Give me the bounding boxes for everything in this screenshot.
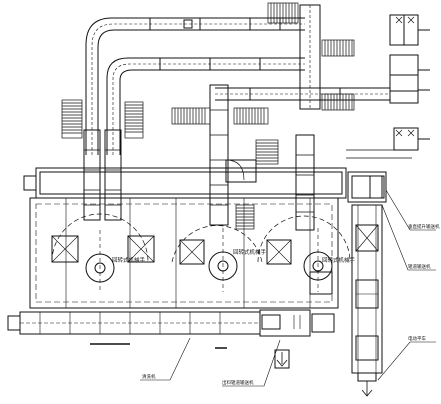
lower-roller-conveyor xyxy=(7,309,335,369)
conveyor-mid-horizontal xyxy=(215,87,390,101)
vertical-column-frame xyxy=(299,4,321,110)
turntable-label-1: 回转式机械手 xyxy=(112,256,146,264)
callout-label-bottom-mid: 清洗机 xyxy=(142,373,156,380)
motor-units xyxy=(389,14,430,151)
turntable-label-3: 回转式机械手 xyxy=(322,256,356,264)
callout-label-bottom-right: 出料辊道输送机 xyxy=(222,379,254,386)
curved-conveyor-lower xyxy=(106,57,305,155)
curved-conveyor-upper xyxy=(85,17,305,155)
callout-label-right-lower: 电动平车 xyxy=(408,335,426,342)
main-building xyxy=(23,159,347,309)
turntable-label-2: 回转式机械手 xyxy=(233,248,267,256)
right-vertical-conveyor xyxy=(346,149,412,397)
turntable-stations xyxy=(51,213,351,295)
elevator-columns xyxy=(83,84,315,231)
stair-blocks xyxy=(61,2,355,230)
callout-leaders xyxy=(140,189,436,387)
callout-label-top: 垂直提升输送机 xyxy=(408,223,440,230)
callout-label-mid: 辊道输送机 xyxy=(408,263,431,270)
